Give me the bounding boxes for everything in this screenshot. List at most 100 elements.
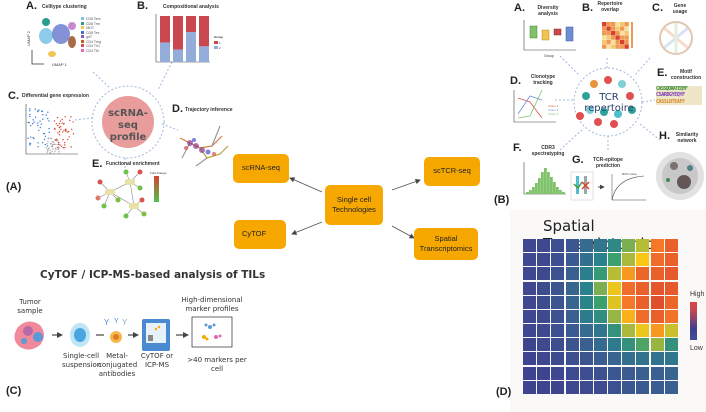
heatmap-cell — [551, 295, 565, 309]
heatmap-cell — [565, 281, 579, 295]
overlap-colorbar — [631, 22, 633, 48]
volcano-point — [56, 116, 59, 119]
heatmap-cell — [537, 380, 551, 394]
overlap-cell — [606, 31, 611, 36]
heatmap-cell — [565, 253, 579, 267]
heatmap-cell — [565, 352, 579, 366]
volcano-point — [62, 138, 64, 141]
node-scrna-seq[interactable]: scRNA-seq — [233, 154, 289, 183]
cdr3-bar — [538, 178, 541, 194]
heatmap-cell — [551, 338, 565, 352]
legend-label: CD8 Trm — [86, 21, 100, 26]
heatmap-cell — [579, 281, 593, 295]
heatmap-cell — [565, 309, 579, 323]
scrna-c-title: Differential gene expression — [22, 93, 89, 99]
bar-group1 — [173, 16, 183, 50]
volcano-point — [67, 131, 70, 133]
volcano-point — [32, 119, 34, 121]
tcr-c-letter: C. — [652, 2, 663, 14]
cytof-instrument-icon — [142, 319, 170, 351]
scrna-e-title: Functional enrichment — [106, 161, 160, 167]
heatmap-cell — [593, 324, 607, 338]
step-antibodies-label: Metal-conjugated antibodies — [98, 352, 138, 378]
scrna-a-letter: A. — [26, 0, 37, 12]
heatmap-cell — [579, 253, 593, 267]
volcano-point — [72, 133, 75, 135]
motif-2: CSARDGYEQYF — [656, 92, 702, 99]
volcano-point — [29, 125, 32, 127]
clonotype-legend: Clone 1 Clone 2 Clone 3 — [548, 104, 559, 117]
volcano-point — [39, 120, 41, 122]
volcano-point — [65, 130, 67, 132]
heatmap-cell — [622, 338, 636, 352]
overlap-cell — [602, 44, 607, 49]
volcano-point — [62, 123, 65, 125]
heatmap-cell — [551, 253, 565, 267]
heatmap-cell — [622, 281, 636, 295]
heatmap-cell — [593, 366, 607, 380]
volcano-point — [44, 135, 47, 138]
heatmap-cell — [565, 324, 579, 338]
heatmap-cell — [593, 253, 607, 267]
motif-1: CASSQDRATEQYF — [656, 86, 702, 93]
node-cytof[interactable]: CyTOF — [234, 220, 286, 249]
heatmap-cell — [636, 380, 650, 394]
volcano-point — [61, 118, 63, 121]
umap-ylabel: UMAP 2 — [26, 30, 31, 46]
heatmap-cell — [622, 309, 636, 323]
heatmap-cell — [608, 366, 622, 380]
volcano-point — [58, 122, 60, 125]
svg-text:Y: Y — [114, 318, 119, 325]
heatmap-cell — [537, 239, 551, 252]
antibody-icon: Y Y Y — [104, 318, 128, 343]
heatmap-cell — [565, 239, 579, 252]
volcano-point — [64, 144, 66, 146]
repertoire-overlap-heatmap — [602, 22, 633, 49]
volcano-point — [55, 138, 58, 140]
heatmap-cell — [593, 380, 607, 394]
heatmap-cell — [565, 380, 579, 394]
node-sctcr-seq[interactable]: scTCR-seq — [424, 157, 480, 186]
volcano-point — [39, 126, 42, 129]
comp-legend-swatch-1 — [214, 41, 218, 44]
legend-swatch — [81, 17, 84, 20]
heatmap-cell — [579, 338, 593, 352]
volcano-point — [48, 131, 50, 134]
cdr3-bar — [547, 172, 550, 194]
heatmap-cell — [664, 352, 678, 366]
volcano-point — [38, 109, 40, 111]
heatmap-cell — [608, 281, 622, 295]
volcano-point — [49, 143, 52, 145]
volcano-point — [48, 120, 50, 122]
heatmap-cell — [523, 309, 536, 323]
tcr-h-letter: H. — [659, 130, 670, 142]
similarity-network — [656, 152, 704, 200]
volcano-point — [29, 113, 31, 116]
heatmap-cell — [523, 352, 536, 366]
umap-legend-item: CD8 Tem — [81, 17, 101, 22]
heatmap-cell — [565, 366, 579, 380]
heatmap-cell — [622, 380, 636, 394]
overlap-cell — [620, 40, 625, 45]
volcano-point — [60, 128, 62, 131]
heatmap-cell — [650, 380, 664, 394]
cdr3-bar — [559, 190, 562, 194]
umap-legend-item: gdT — [81, 35, 101, 40]
motif-3: CASSLNTEAFF — [656, 98, 702, 105]
comp-legend-label: 2 — [219, 46, 221, 50]
heatmap-cell — [636, 267, 650, 281]
tcr-repertoire-label: TCR repertoire — [584, 92, 634, 114]
volcano-point — [36, 122, 39, 124]
scrna-c-letter: C. — [8, 90, 19, 102]
heatmap-cell — [608, 309, 622, 323]
heatmap-cell — [537, 309, 551, 323]
overlap-cell — [624, 35, 629, 40]
umap-legend-item: CD8 Trm — [81, 21, 101, 27]
cdr3-bar — [532, 187, 535, 194]
overlap-cell — [611, 31, 616, 36]
